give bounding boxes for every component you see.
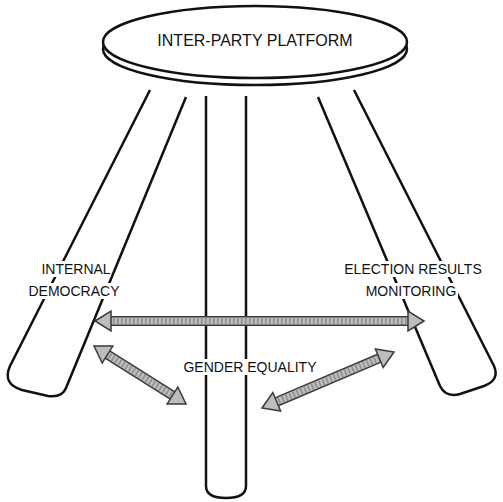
arrow-shaft <box>109 318 410 325</box>
arrow-shaft-outline <box>109 316 410 326</box>
arrow-hatch <box>106 353 174 396</box>
stool-seat: INTER-PARTY PLATFORM <box>100 2 410 92</box>
stool-leg: ELECTION RESULTS MONITORING <box>290 86 503 402</box>
arrow-shaft <box>106 353 174 396</box>
stool-leg: INTERNAL DEMOCRACY <box>0 86 212 402</box>
leg-outline <box>8 90 186 396</box>
arrow-hatch <box>109 318 410 325</box>
stool-leg-outline <box>150 92 350 500</box>
node-label: INTER-PARTY PLATFORM <box>155 32 354 49</box>
arrow-shaft-outline <box>106 353 174 396</box>
leg-outline <box>206 96 246 498</box>
leg-outline <box>318 90 496 395</box>
double-arrow <box>95 311 424 331</box>
node-label: GENDER EQUALITY <box>181 359 318 375</box>
text-holder: ELECTION RESULTS MONITORING <box>326 258 498 303</box>
text-holder: GENDER EQUALITY <box>150 358 350 378</box>
stool-leg: GENDER EQUALITY <box>150 92 350 500</box>
node-label: INTERNAL DEMOCRACY <box>28 261 121 299</box>
double-arrow <box>94 346 186 404</box>
arrow-head <box>167 387 186 404</box>
seat-outline <box>103 6 407 78</box>
node-label: ELECTION RESULTS MONITORING <box>342 261 481 299</box>
stool-leg-outline <box>0 86 212 402</box>
arrow-head <box>262 393 281 411</box>
stool-leg-outline <box>290 86 503 402</box>
arrow-head <box>94 346 113 363</box>
text-holder: INTERNAL DEMOCRACY <box>15 258 135 303</box>
text-holder: INTER-PARTY PLATFORM <box>130 30 380 52</box>
arrow-head <box>375 349 394 367</box>
